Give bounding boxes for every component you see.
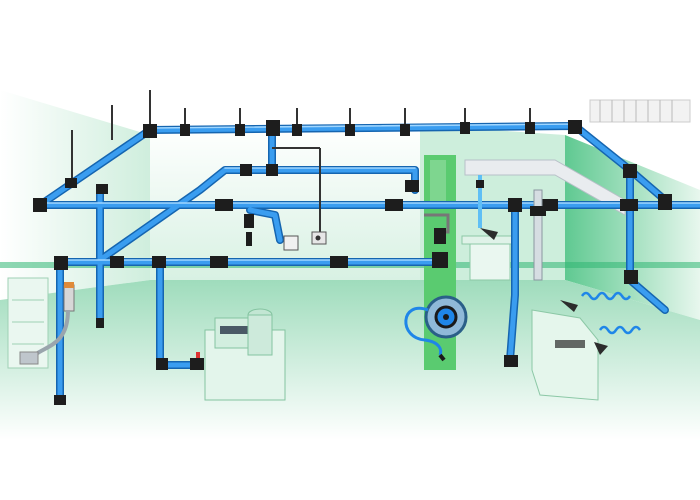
bench-left-body — [470, 240, 510, 280]
fitting-elbow — [432, 252, 448, 268]
pillar-panel — [430, 160, 446, 205]
cnc-spindle — [248, 315, 272, 355]
fitting-tee — [508, 198, 522, 212]
fitting-elbow — [143, 124, 157, 138]
hose-reel-icon — [426, 297, 466, 337]
fitting — [525, 122, 535, 134]
bench-tool-slot — [555, 340, 585, 348]
bracket — [96, 318, 104, 328]
filter-regulator-icon — [64, 282, 74, 311]
fitting-elbow — [156, 358, 168, 370]
bench-left-top — [462, 236, 518, 244]
fitting — [476, 180, 484, 188]
fitting — [235, 124, 245, 136]
fitting-elbow — [624, 270, 638, 284]
fitting — [292, 124, 302, 136]
fitting — [266, 164, 278, 176]
fitting-union — [215, 199, 233, 211]
wall-rack — [590, 100, 690, 122]
fitting — [240, 164, 252, 176]
fitting-tee — [266, 120, 280, 136]
fitting-tee — [623, 164, 637, 178]
fitting — [96, 184, 108, 194]
cnc-screen — [220, 326, 248, 334]
fitting — [460, 122, 470, 134]
left-fitting-block — [20, 352, 38, 364]
fitting — [180, 124, 190, 136]
fitting-elbow — [33, 198, 47, 212]
fitting — [110, 256, 124, 268]
fitting-union — [385, 199, 403, 211]
fitting-union — [210, 256, 228, 268]
fitting — [405, 180, 419, 192]
fitting-elbow — [658, 194, 672, 210]
fitting — [65, 178, 77, 188]
fitting — [152, 256, 166, 268]
fitting-elbow — [54, 256, 68, 270]
fitting-union — [620, 199, 638, 211]
fitting — [400, 124, 410, 136]
fitting — [504, 355, 518, 367]
fitting-elbow — [568, 120, 582, 134]
workbench-left — [462, 236, 518, 280]
fitting-union — [330, 256, 348, 268]
fitting — [345, 124, 355, 136]
fitting — [54, 395, 66, 405]
